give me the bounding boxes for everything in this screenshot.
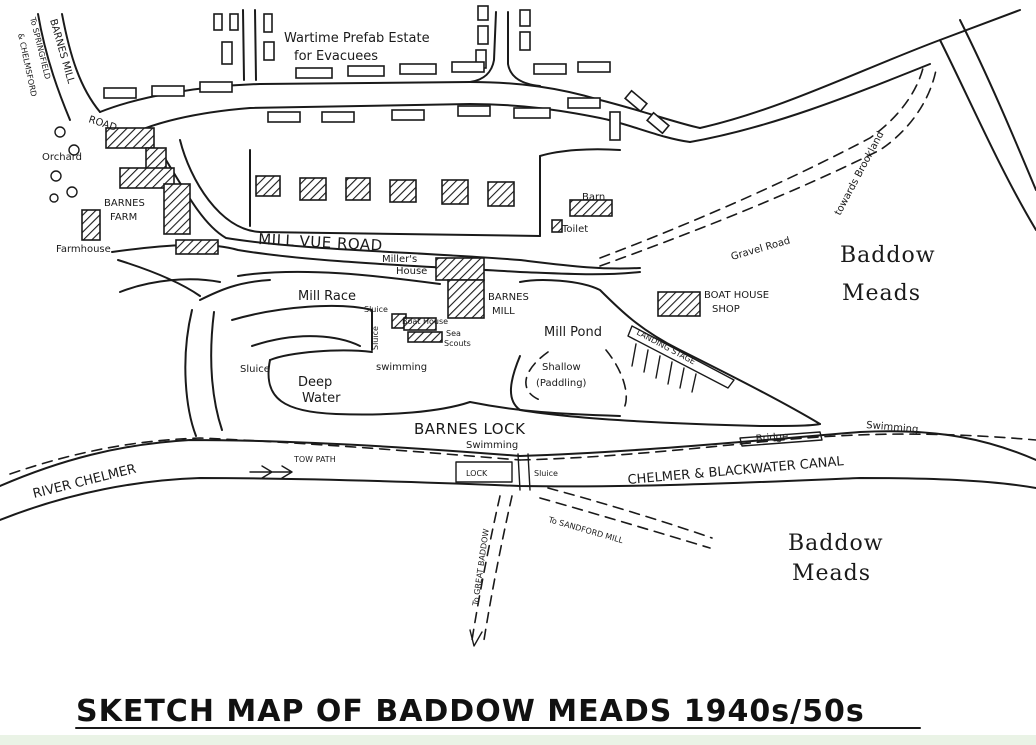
label-wartime-estate: Wartime Prefab Estate	[284, 31, 430, 46]
label-barnes-mill-1: BARNES	[488, 292, 529, 303]
map-title: SKETCH MAP OF BADDOW MEADS 1940s/50s	[75, 694, 921, 729]
label-barn: Barn	[582, 192, 605, 203]
hatched-buildings	[81, 127, 701, 343]
label-mill-pond: Mill Pond	[544, 325, 602, 340]
landing-stage-marks	[631, 343, 697, 393]
map-title-text: SKETCH MAP OF BADDOW MEADS 1940s/50s	[76, 694, 865, 729]
label-great-baddow: To GREAT BADDOW	[471, 528, 491, 607]
river-and-canal	[0, 430, 1036, 521]
label-lock: LOCK	[466, 469, 488, 478]
label-sluice-2: Sluice	[371, 326, 380, 350]
label-for-evacuees: for Evacuees	[294, 49, 378, 64]
label-sea-scouts-1: Sea	[446, 329, 461, 338]
label-barnes-farm-2: FARM	[110, 212, 137, 223]
label-millers-house-1: Miller's	[382, 254, 417, 265]
label-sluice-4: Sluice	[534, 469, 558, 478]
prefab-estate-buildings	[103, 5, 671, 141]
label-boat-house-small: Boat House	[402, 317, 448, 326]
label-towards-brookland: towards Brookland	[833, 130, 887, 218]
label-barnes-lock: BARNES LOCK	[414, 420, 526, 438]
waterways	[184, 270, 821, 437]
label-swimming-1: swimming	[376, 362, 427, 373]
label-tow-path: TOW PATH	[293, 455, 336, 464]
label-orchard: Orchard	[42, 152, 82, 163]
label-farmhouse: Farmhouse	[56, 244, 111, 255]
label-barnes-mill-2: MILL	[492, 306, 515, 317]
label-road: ROAD	[87, 114, 118, 134]
label-mill-race: Mill Race	[298, 289, 356, 304]
label-swimming-3: Swimming	[866, 420, 919, 436]
road-network	[37, 9, 1036, 297]
label-gravel-road: Gravel Road	[730, 235, 792, 262]
label-sea-scouts-2: Scouts	[444, 339, 471, 348]
label-deep-2: Water	[302, 391, 341, 406]
label-toilet: Toilet	[561, 224, 588, 235]
footpaths	[469, 487, 713, 647]
label-deep-1: Deep	[298, 375, 332, 390]
label-bridge: Bridge	[755, 431, 788, 445]
label-sluice-3: Sluice	[240, 364, 270, 375]
label-sluice-1: Sluice	[364, 305, 388, 314]
page-border-band	[0, 735, 1036, 745]
label-shallow-1: Shallow	[542, 362, 581, 373]
label-baddow-meads-bottom-1: Baddow	[788, 531, 884, 556]
label-swimming-2: Swimming	[466, 440, 518, 451]
label-landing-stage: LANDING STAGE	[635, 328, 697, 367]
label-baddow-meads-top-1: Baddow	[840, 243, 936, 268]
label-barnes-farm-1: BARNES	[104, 198, 145, 209]
label-shallow-2: (Paddling)	[536, 378, 587, 389]
label-boat-house-shop-2: SHOP	[712, 304, 740, 315]
orchard-trees	[49, 126, 80, 203]
label-boat-house-shop-1: BOAT HOUSE	[704, 290, 769, 301]
label-baddow-meads-top-2: Meads	[842, 281, 921, 306]
label-millers-house-2: House	[396, 266, 427, 277]
label-baddow-meads-bottom-2: Meads	[792, 561, 871, 586]
